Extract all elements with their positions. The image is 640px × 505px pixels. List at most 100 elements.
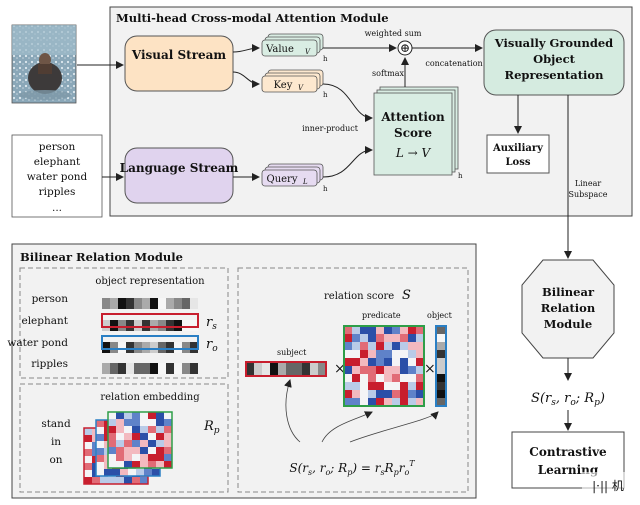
matrix-cell (408, 326, 416, 334)
matrix-cell (384, 326, 392, 334)
tensor-cell (164, 419, 172, 426)
vector-cell (436, 350, 446, 358)
vector-cell (110, 298, 118, 309)
vector-cell (246, 362, 254, 376)
matrix-cell (400, 382, 408, 390)
matrix-cell (408, 390, 416, 398)
matrix-cell (352, 398, 360, 406)
tensor-cell (140, 477, 148, 484)
vector-cell (166, 363, 174, 374)
matrix-cell (384, 366, 392, 374)
vector-cell (294, 362, 302, 376)
tensor-cell (140, 426, 148, 433)
tensor-cell (132, 461, 140, 468)
vector-cell (190, 363, 198, 374)
tensor-cell (132, 419, 140, 426)
matrix-cell (360, 334, 368, 342)
tensor-cell (124, 454, 132, 461)
matrix-cell (416, 326, 424, 334)
tensor-cell (140, 412, 148, 419)
vgor-label-line: Object (533, 52, 576, 66)
tensor-cell (132, 477, 140, 484)
vector-cell (102, 342, 110, 353)
tensor-cell (92, 477, 100, 484)
object-caption: object (427, 311, 453, 320)
matrix-cell (352, 350, 360, 358)
tensor-cell (164, 426, 172, 433)
tensor-cell (132, 454, 140, 461)
matrix-cell (368, 398, 376, 406)
vector-cell (150, 363, 158, 374)
matrix-cell (416, 398, 424, 406)
matrix-cell (416, 390, 424, 398)
vector-cell (158, 298, 166, 309)
vector-cell (436, 326, 446, 334)
vector-cell (286, 362, 294, 376)
tensor-slice-border (107, 411, 173, 469)
vector-cell (142, 298, 150, 309)
matrix-cell (360, 374, 368, 382)
vector-cell (110, 320, 118, 331)
tensor-cell (132, 412, 140, 419)
tensor-cell (96, 455, 104, 462)
tensor-cell (136, 469, 144, 476)
matrix-cell (376, 366, 384, 374)
tensor-cell (140, 433, 148, 440)
tensor-cell (112, 469, 120, 476)
vector-cell (166, 320, 174, 331)
matrix-cell (376, 342, 384, 350)
vector-cell (158, 342, 166, 353)
matrix-cell (344, 334, 352, 342)
vector-cell (142, 342, 150, 353)
key-head-mark: h (323, 91, 328, 99)
tensor-cell (108, 426, 116, 433)
tensor-cell (148, 412, 156, 419)
matrix-cell (392, 390, 400, 398)
attention-score-stack: Attention Score L → V h (373, 86, 463, 180)
matrix-cell (360, 350, 368, 358)
attention-formula: L → V (395, 146, 432, 160)
matrix-cell (368, 342, 376, 350)
tensor-cell (132, 426, 140, 433)
vector-cell (262, 362, 270, 376)
value-subscript: V (305, 48, 311, 56)
matrix-cell (400, 342, 408, 350)
tensor-cell (108, 454, 116, 461)
object-vector-border (435, 325, 447, 407)
matrix-cell (408, 374, 416, 382)
tensor-cell (140, 447, 148, 454)
vector-cell (436, 374, 446, 382)
vector-cell (102, 320, 110, 331)
vector-cell (118, 342, 126, 353)
tensor-cell (144, 469, 152, 476)
vector-cell (436, 390, 446, 398)
concatenation-label: concatenation (425, 59, 482, 68)
matrix-cell (376, 390, 384, 398)
vector-cell (150, 342, 158, 353)
query-subscript: L (302, 178, 308, 186)
matrix-cell (392, 382, 400, 390)
object-row-label: water pond (7, 337, 68, 349)
matrix-cell (392, 358, 400, 366)
vector-cell (270, 362, 278, 376)
matrix-cell (400, 350, 408, 358)
linear-subspace-label: Subspace (569, 190, 608, 199)
tensor-cell (96, 420, 104, 427)
matrix-cell (352, 390, 360, 398)
tensor-cell (108, 461, 116, 468)
bilinear-module-title: Bilinear Relation Module (20, 250, 183, 264)
auxiliary-loss-box (486, 134, 550, 174)
matrix-cell (416, 374, 424, 382)
matrix-cell (344, 358, 352, 366)
object-vector (435, 325, 447, 407)
matrix-cell (400, 326, 408, 334)
vector-cell (174, 298, 182, 309)
vector-cell (190, 342, 198, 353)
times-symbol: × (424, 361, 436, 377)
bilinear-node-label: Bilinear (542, 285, 595, 299)
auxiliary-loss-label: Auxiliary (492, 143, 544, 154)
matrix-cell (344, 326, 352, 334)
vgor-label-line: Representation (505, 68, 605, 82)
bilinear-node-label: Module (544, 317, 593, 331)
matrix-cell (416, 358, 424, 366)
